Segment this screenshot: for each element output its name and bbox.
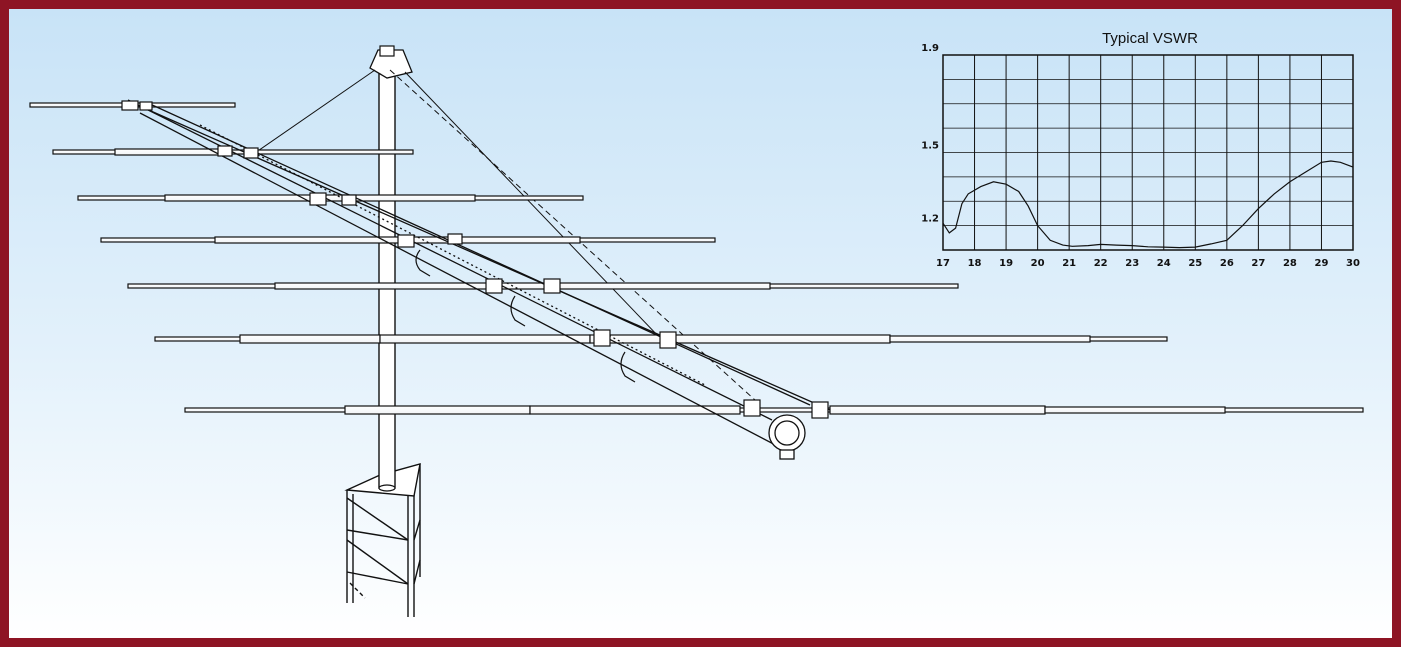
x-tick-label: 26 [1220,258,1234,269]
y-tick-label: 1.2 [921,214,939,225]
y-tick-label: 1.5 [921,141,939,152]
x-tick-label: 18 [968,258,982,269]
vswr-chart: Typical VSWR 17 18 19 20 21 22 23 24 25 26 27 28 29 3… [921,30,1360,269]
mast [369,45,413,492]
x-tick-label: 21 [1062,258,1076,269]
x-tick-label: 24 [1157,258,1171,269]
x-tick-label: 30 [1346,258,1360,269]
x-tick-label: 20 [1031,258,1045,269]
chart-title: Typical VSWR [1102,30,1198,47]
gridlines [942,55,1354,250]
y-tick-label: 1.9 [921,43,939,54]
x-tick-label: 29 [1315,258,1329,269]
element-7 [184,405,1364,415]
x-tick-label: 23 [1125,258,1139,269]
vswr-curve [942,160,1354,249]
x-tick-label: 22 [1094,258,1108,269]
x-tick-label: 25 [1188,258,1202,269]
guy-wires [251,69,756,401]
x-axis-ticks: 17 18 19 20 21 22 23 24 25 26 27 28 29 30 [936,258,1360,269]
x-tick-label: 28 [1283,258,1297,269]
x-tick-label: 19 [999,258,1013,269]
x-tick-label: 27 [1251,258,1265,269]
feedpoint-hub [768,414,806,460]
y-axis-ticks: 1.9 1.5 1.2 [921,43,939,225]
boom [127,99,831,451]
x-tick-label: 17 [936,258,950,269]
element-clamps [121,100,829,419]
